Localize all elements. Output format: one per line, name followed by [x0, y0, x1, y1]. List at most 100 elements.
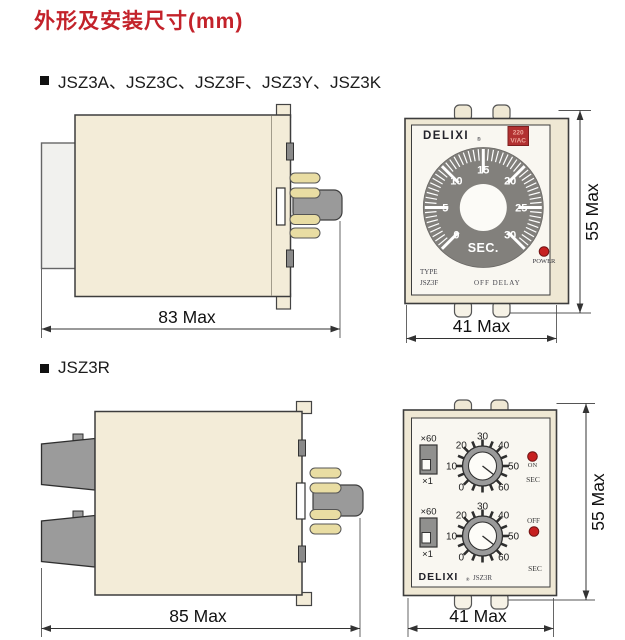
tick-mark — [440, 231, 460, 250]
dial-scale-label: 10 — [450, 176, 462, 188]
tick-mark — [428, 186, 440, 192]
tick-mark — [438, 169, 448, 178]
relay-body-side — [94, 410, 303, 596]
front-view-jsz3f-drawing: DELIXI ® 220 V/AC 0 5 10 15 20 25 30 SEC… — [404, 104, 602, 343]
tick-mark — [472, 149, 476, 162]
tick-mark — [424, 211, 437, 214]
tick-mark — [453, 156, 461, 168]
tick-mark — [425, 215, 438, 219]
dial-scale-label: 25 — [515, 203, 527, 215]
knob-scale-label: 40 — [498, 440, 510, 451]
keying-slot — [295, 482, 306, 520]
tick-mark — [445, 162, 454, 172]
knob-scale-label: 10 — [446, 532, 458, 543]
dial-scale-label: 0 — [453, 229, 459, 241]
tick-mark — [449, 159, 457, 170]
keying-slot — [275, 187, 286, 226]
model-label: JSZ3F — [420, 279, 438, 287]
tick-mark — [528, 219, 540, 224]
dial-scale-label: 30 — [504, 229, 516, 241]
front-view-jsz3r-drawing: 0 10 20 30 40 50 60 0 10 20 30 40 50 60 … — [402, 399, 608, 637]
tick-mark — [506, 165, 526, 184]
registered-mark: ® — [466, 576, 470, 582]
clip-tab-bottom — [298, 545, 306, 563]
tick-mark — [486, 149, 489, 161]
tick-mark — [432, 230, 443, 238]
knob-side-bottom — [40, 514, 96, 568]
dial-center-knob — [459, 184, 507, 231]
voltage-unit: V/AC — [510, 138, 526, 145]
knob-scale-label: 60 — [498, 483, 510, 494]
knob-scale-label: 40 — [498, 510, 510, 521]
dial-unit-label: SEC. — [468, 241, 499, 255]
knob-scale-label: 60 — [498, 553, 510, 564]
multiplier-top-label: ×60 — [420, 434, 436, 445]
tick-mark — [435, 173, 446, 182]
depth-dimension-label: 83 Max — [158, 307, 216, 327]
knob-scale-label: 30 — [477, 432, 489, 443]
type-label: TYPE — [420, 268, 438, 276]
pin — [289, 187, 321, 199]
tick-mark — [498, 152, 504, 164]
knob-pointer — [482, 465, 494, 476]
off-label: OFF — [527, 517, 540, 525]
width-dimension-label: 41 Max — [453, 316, 511, 336]
tick-mark — [513, 162, 522, 172]
tick-mark — [430, 226, 441, 233]
tick-mark — [523, 230, 535, 238]
tick-mark — [530, 211, 542, 214]
tick-mark — [509, 159, 518, 170]
dial-scale-label: 20 — [504, 176, 516, 188]
height-dimension-label: 55 Max — [588, 473, 608, 531]
tick-mark — [518, 169, 529, 178]
tick-mark — [528, 191, 540, 196]
tick-mark — [430, 182, 441, 189]
tick-mark — [490, 149, 495, 162]
pin — [309, 482, 342, 494]
side-view-jsz3r-drawing: 85 Max — [40, 400, 364, 637]
section2-models: JSZ3R — [58, 358, 110, 377]
knob-scale-label: 50 — [508, 462, 520, 473]
tick-mark — [494, 150, 500, 163]
tick-mark — [506, 231, 526, 250]
pin — [289, 172, 321, 184]
depth-dimension-label: 85 Max — [169, 606, 227, 626]
side-view-jsz3a-drawing: 83 Max — [40, 103, 343, 338]
knob-side-top — [40, 437, 96, 491]
knob-pointer — [482, 535, 494, 546]
power-label: POWER — [533, 258, 556, 265]
knob-scale-label: 10 — [446, 462, 458, 473]
tick-mark — [525, 182, 537, 189]
brand-logo: DELIXI — [419, 571, 459, 583]
knob-scale-label: 50 — [508, 532, 520, 543]
tick-mark — [425, 196, 438, 200]
tick-mark — [426, 219, 439, 224]
tick-mark — [527, 186, 539, 192]
brand-logo: DELIXI — [423, 130, 469, 142]
knob-scale-label: 30 — [477, 502, 489, 513]
tick-mark — [432, 177, 443, 185]
tick-mark — [440, 165, 460, 184]
power-led — [538, 246, 550, 257]
tick-mark — [523, 177, 535, 185]
height-dimension-label: 55 Max — [582, 183, 602, 241]
dial-tick-marks — [424, 149, 542, 250]
mode-label: OFF DELAY — [474, 279, 521, 287]
section1-models: JSZ3A、JSZ3C、JSZ3F、JSZ3Y、JSZ3K — [58, 73, 382, 92]
pin — [289, 227, 321, 239]
multiplier-bottom-label: ×1 — [422, 476, 433, 487]
section1-header: JSZ3A、JSZ3C、JSZ3F、JSZ3Y、JSZ3K — [40, 68, 381, 93]
bezel-side — [40, 142, 77, 270]
knob-scale-label: 20 — [456, 510, 468, 521]
registered-mark: ® — [477, 136, 481, 143]
tick-mark — [462, 152, 468, 164]
tick-mark — [477, 149, 480, 161]
clip-tab-top — [298, 439, 306, 457]
dial-scale-label: 15 — [477, 165, 489, 177]
tick-mark — [502, 154, 509, 166]
tick-mark — [529, 215, 542, 219]
pin — [309, 509, 342, 520]
tick-mark — [467, 150, 472, 163]
pin — [289, 214, 321, 225]
